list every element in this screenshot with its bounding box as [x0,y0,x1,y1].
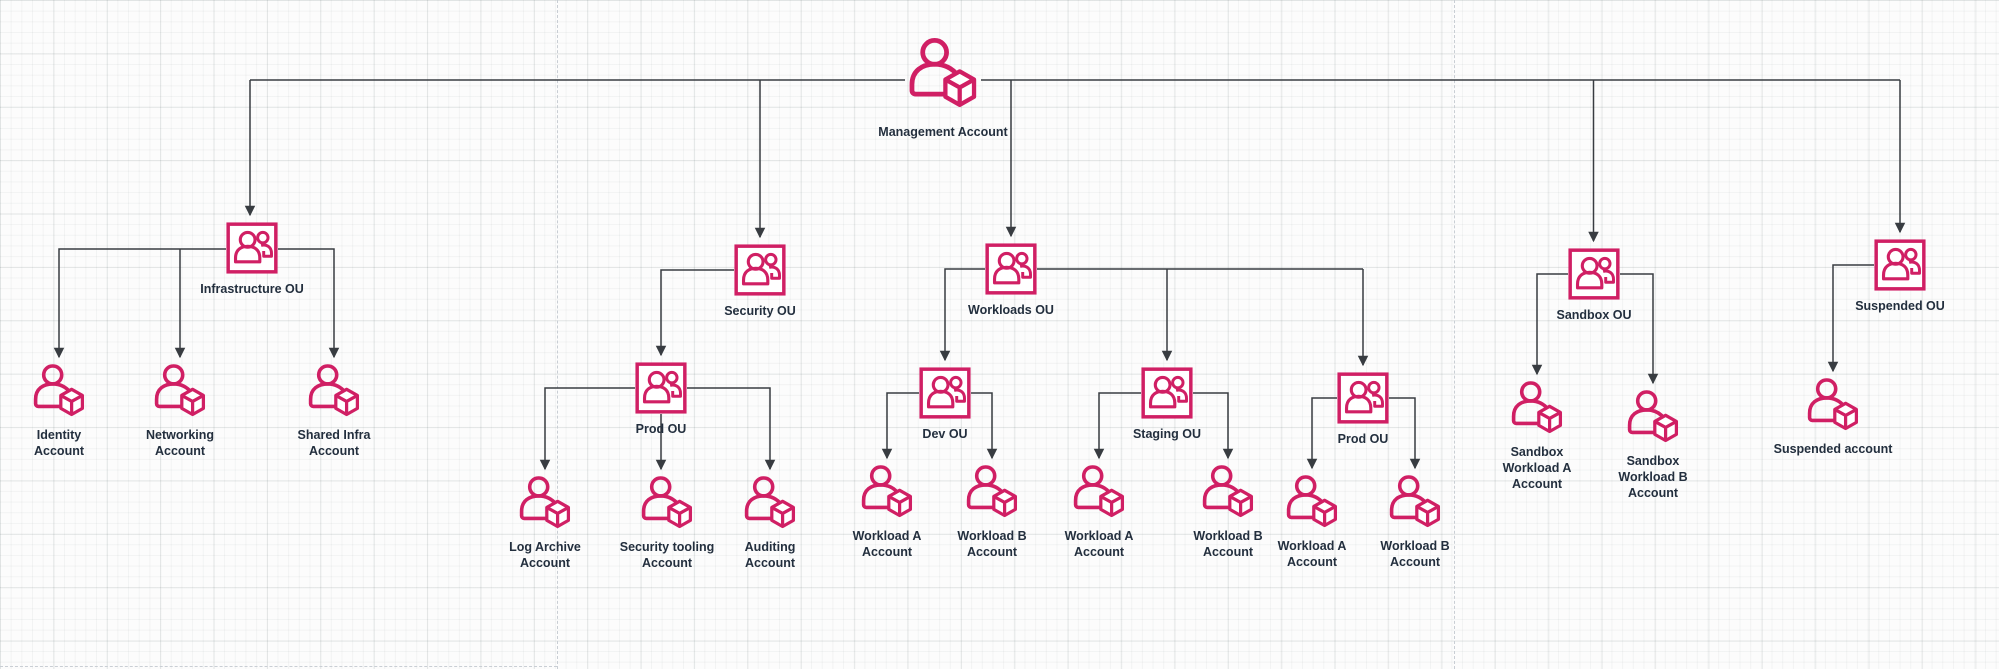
account-icon [307,364,361,420]
node-label: Workload A Account [852,529,922,559]
account-icon [907,38,979,112]
account-icon [1285,475,1339,531]
node-label: Prod OU [635,422,687,436]
account-icon [1072,465,1126,521]
account-icon [153,364,207,420]
edge-suspended-to-account [1827,264,1874,373]
node-label: Sandbox OU [1556,308,1632,322]
node-auditing-account[interactable]: Auditing Account [730,476,810,571]
node-security-prod-ou[interactable]: Prod OU [611,362,711,437]
node-label: Workload B Account [1380,539,1450,569]
edge-staging-to-workload-a [1093,392,1141,460]
organizational-unit-icon [226,222,278,274]
node-networking-account[interactable]: Networking Account [135,364,225,459]
node-dev-ou[interactable]: Dev OU [895,367,995,442]
node-label: Networking Account [145,428,215,458]
edge-sandbox-to-workload-b [1620,273,1659,385]
edge-staging-to-workload-b [1193,392,1234,460]
node-label: Infrastructure OU [200,282,304,296]
node-label: Workloads OU [968,303,1054,317]
node-label: Shared Infra Account [297,428,371,458]
node-suspended-account[interactable]: Suspended account [1758,378,1908,457]
organizational-unit-icon [985,243,1037,295]
account-icon [965,465,1019,521]
node-shared-infra-account[interactable]: Shared Infra Account [284,364,384,459]
node-label: Workload B Account [957,529,1027,559]
node-label: Identity Account [34,428,84,458]
account-icon [1626,390,1680,446]
node-label: Workload A Account [1064,529,1134,559]
edge-dev-to-workload-a [881,392,919,460]
node-label: Security tooling Account [619,540,715,570]
page-boundary-vertical-right [1454,0,1455,669]
node-prod-workload-b-account[interactable]: Workload B Account [1370,475,1460,570]
account-icon [518,476,572,532]
node-label: Workload B Account [1193,529,1263,559]
node-security-tooling-account[interactable]: Security tooling Account [607,476,727,571]
edge-infrastructure-to-identity [53,248,226,359]
node-workloads-ou[interactable]: Workloads OU [946,243,1076,318]
node-label: Log Archive Account [509,540,581,570]
node-sandbox-workload-a-account[interactable]: Sandbox Workload A Account [1487,381,1587,492]
account-icon [1388,475,1442,531]
organizational-unit-icon [635,362,687,414]
edge-dev-to-workload-b [971,392,998,460]
node-label: Suspended OU [1855,299,1945,313]
edge-security-prod-to-auditing [687,387,776,471]
node-dev-workload-a-account[interactable]: Workload A Account [842,465,932,560]
edge-workloads-to-dev-ou [939,268,985,362]
node-label: Management Account [878,125,1008,139]
node-label: Suspended account [1773,442,1893,456]
account-icon [1806,378,1860,434]
node-suspended-ou[interactable]: Suspended OU [1835,239,1965,314]
page-boundary-vertical-left [557,0,558,669]
node-label: Workload A Account [1277,539,1347,569]
edge-prod-to-workload-b [1389,397,1421,470]
node-workloads-prod-ou[interactable]: Prod OU [1313,372,1413,447]
organizational-unit-icon [1568,248,1620,300]
node-label: Sandbox Workload A Account [1502,445,1572,491]
account-icon [743,476,797,532]
edge-sandbox-to-workload-a [1531,273,1568,376]
edge-infrastructure-to-shared-infra [278,248,340,359]
node-staging-workload-b-account[interactable]: Workload B Account [1183,465,1273,560]
node-label: Staging OU [1132,427,1202,441]
edge-security-prod-to-log-archive [539,387,635,471]
node-security-ou[interactable]: Security OU [700,244,820,319]
node-staging-workload-a-account[interactable]: Workload A Account [1054,465,1144,560]
node-label: Security OU [724,304,796,318]
node-label: Prod OU [1337,432,1389,446]
edge-security-to-prod-ou [655,269,734,357]
organizational-unit-icon [1141,367,1193,419]
account-icon [32,364,86,420]
node-sandbox-workload-b-account[interactable]: Sandbox Workload B Account [1603,390,1703,501]
organizational-unit-icon [919,367,971,419]
node-label: Auditing Account [744,540,796,570]
organizational-unit-icon [1337,372,1389,424]
account-icon [640,476,694,532]
account-icon [1510,381,1564,437]
node-staging-ou[interactable]: Staging OU [1112,367,1222,442]
organizational-unit-icon [1874,239,1926,291]
node-management-account[interactable]: Management Account [858,38,1028,140]
edge-prod-to-workload-a [1306,397,1337,470]
node-identity-account[interactable]: Identity Account [19,364,99,459]
account-icon [860,465,914,521]
page-boundary-horizontal [0,666,557,667]
organizational-unit-icon [734,244,786,296]
node-dev-workload-b-account[interactable]: Workload B Account [947,465,1037,560]
node-log-archive-account[interactable]: Log Archive Account [495,476,595,571]
node-label: Dev OU [922,427,968,441]
account-icon [1201,465,1255,521]
node-label: Sandbox Workload B Account [1618,454,1688,500]
node-infrastructure-ou[interactable]: Infrastructure OU [182,222,322,297]
node-prod-workload-a-account[interactable]: Workload A Account [1267,475,1357,570]
node-sandbox-ou[interactable]: Sandbox OU [1534,248,1654,323]
